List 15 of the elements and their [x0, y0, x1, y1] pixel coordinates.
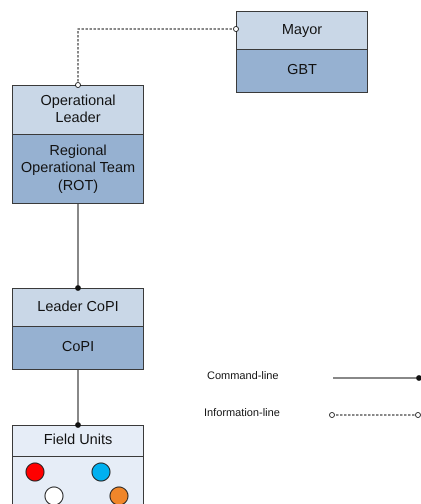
team-name: Regional Operational Team (ROT): [13, 134, 143, 203]
team-name: CoPI: [13, 326, 143, 369]
org-unit-box: [12, 85, 144, 204]
legend-label: Command-line: [207, 370, 279, 382]
role-heading: Mayor: [237, 12, 367, 49]
legend-label: Information-line: [204, 407, 280, 419]
org-unit-box: [12, 288, 144, 370]
org-unit-box: [12, 425, 144, 504]
role-heading: Operational Leader: [13, 86, 143, 134]
role-heading: Leader CoPI: [13, 289, 143, 326]
team-name: GBT: [237, 49, 367, 92]
information-line: [75, 26, 239, 88]
command-line: [75, 204, 81, 291]
command-line: [75, 370, 81, 428]
org-unit-box: [236, 11, 368, 93]
